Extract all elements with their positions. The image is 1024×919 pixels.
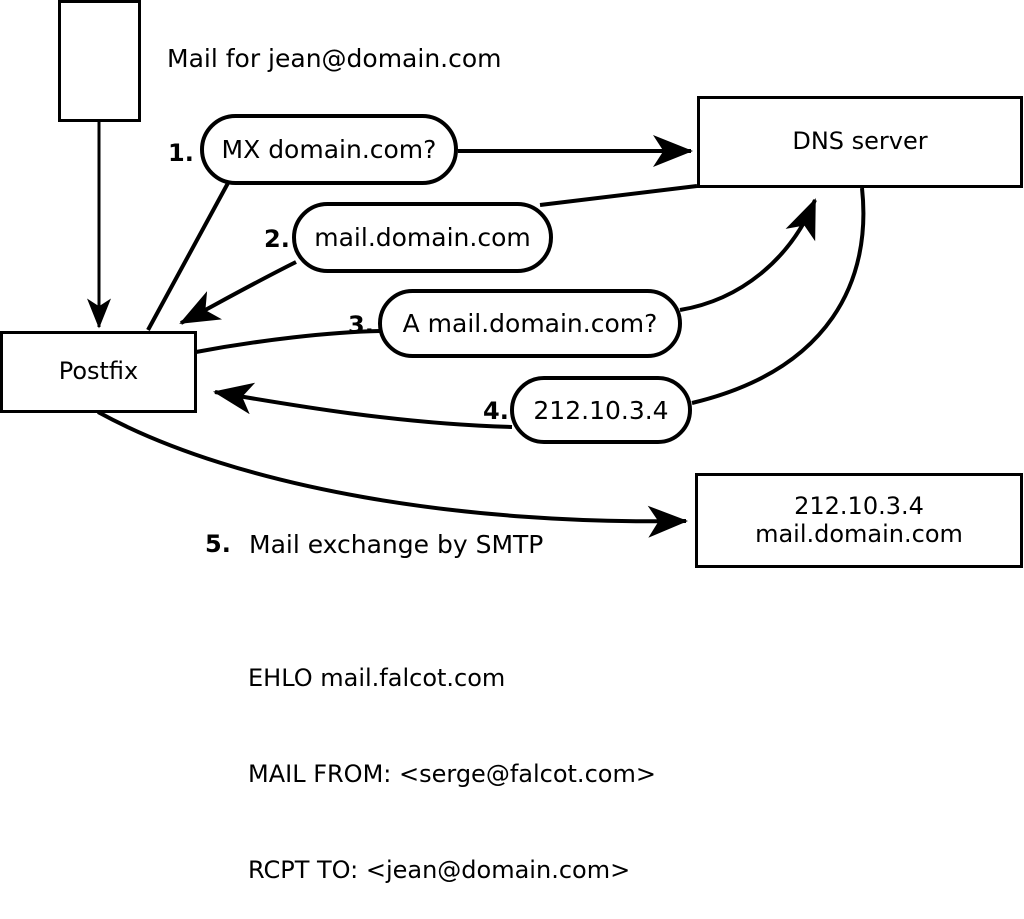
dns-server-label: DNS server: [792, 127, 928, 156]
step-1-bubble: MX domain.com?: [200, 114, 458, 185]
postfix-box: Postfix: [0, 331, 197, 413]
postfix-label: Postfix: [58, 357, 139, 386]
step-3-number: 3.: [348, 311, 374, 339]
smtp-line: RCPT TO: <jean@domain.com>: [248, 856, 631, 884]
step-3-bubble: A mail.domain.com?: [378, 289, 682, 358]
mail-server-box: 212.10.3.4 mail.domain.com: [695, 473, 1023, 568]
arrow-step4-to-postfix: [213, 382, 513, 429]
mail-server-ip: 212.10.3.4: [794, 491, 924, 520]
arrow-postfix-to-mailserver: [97, 410, 688, 538]
line-dns-to-step4: [691, 187, 866, 405]
step-5-label: Mail exchange by SMTP: [249, 530, 544, 559]
mail-server-hostname: mail.domain.com: [755, 519, 963, 548]
step-2-number: 2.: [264, 225, 290, 253]
mail-for-note: Mail for jean@domain.com: [167, 44, 502, 73]
step-1-number: 1.: [168, 139, 194, 167]
step-2-bubble: mail.domain.com: [292, 202, 553, 273]
sender-box: [58, 0, 141, 122]
step-1-bubble-label: MX domain.com?: [221, 135, 437, 164]
smtp-line: MAIL FROM: <serge@falcot.com>: [248, 760, 656, 788]
line-postfix-to-step3: [195, 329, 381, 354]
dns-server-box: DNS server: [697, 96, 1023, 188]
step-3-bubble-label: A mail.domain.com?: [402, 309, 658, 338]
smtp-line: EHLO mail.falcot.com: [248, 664, 506, 692]
step-4-bubble: 212.10.3.4: [510, 376, 692, 444]
line-postfix-to-step1: [146, 182, 230, 331]
step-5-number: 5.: [205, 530, 231, 558]
step-4-number: 4.: [483, 397, 509, 425]
step-4-bubble-label: 212.10.3.4: [533, 395, 669, 425]
arrow-step2-to-postfix: [179, 260, 297, 325]
step-2-bubble-label: mail.domain.com: [314, 223, 531, 252]
arrow-step3-to-dns: [679, 198, 817, 312]
line-dns-to-step2: [539, 184, 698, 207]
smtp-transcript: EHLO mail.falcot.com MAIL FROM: <serge@f…: [248, 598, 656, 919]
